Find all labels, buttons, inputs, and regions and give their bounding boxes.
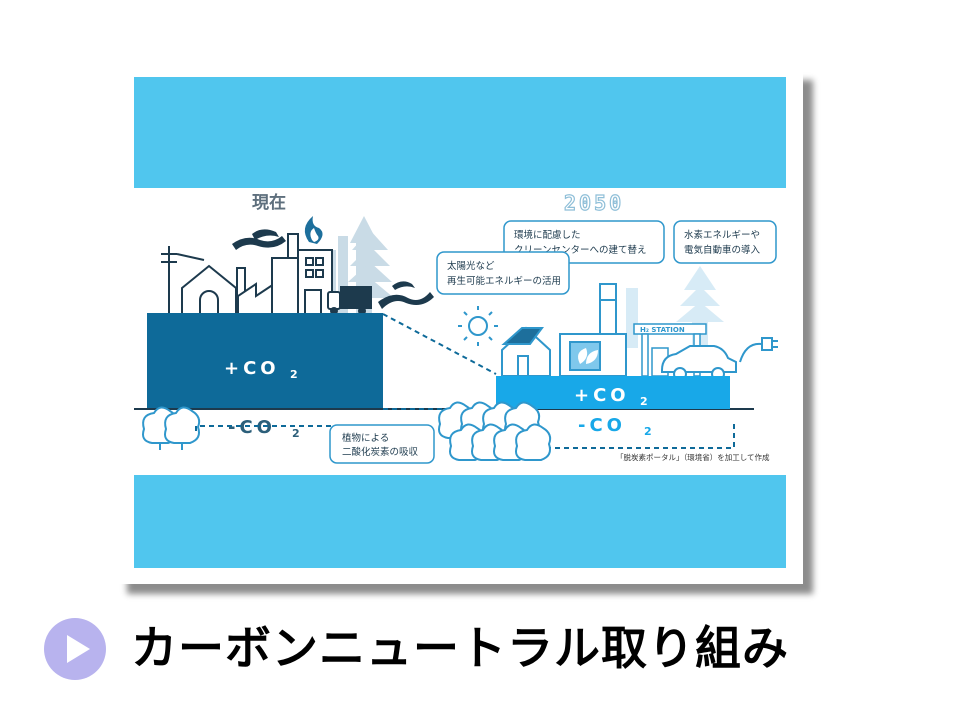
sun-icon — [458, 306, 498, 346]
clean-center-tower — [599, 283, 617, 345]
future-emission-block — [496, 376, 730, 409]
utility-pole — [161, 246, 205, 314]
svg-text:再生可能エネルギーの活用: 再生可能エネルギーの活用 — [447, 275, 561, 287]
present-label: 現在 — [252, 192, 286, 213]
svg-text:2: 2 — [644, 425, 652, 438]
factory-smoke — [232, 229, 286, 250]
svg-text:-CO: -CO — [578, 415, 626, 436]
svg-text:水素エネルギーや: 水素エネルギーや — [684, 229, 760, 241]
svg-text:+CO: +CO — [574, 385, 630, 406]
caption-bar: カーボンニュートラル取り組み — [44, 612, 904, 684]
svg-text:二酸化炭素の吸収: 二酸化炭素の吸収 — [342, 446, 419, 458]
svg-text:2: 2 — [290, 368, 298, 381]
carbon-neutral-illustration: 現在 — [134, 188, 786, 475]
present-plus-co2: +CO 2 — [224, 358, 298, 381]
present-trees — [142, 406, 201, 450]
play-icon — [67, 635, 90, 663]
flame-icon — [304, 216, 323, 244]
future-minus-co2: -CO 2 — [578, 415, 652, 438]
svg-text:環境に配慮した: 環境に配慮した — [514, 229, 581, 241]
future-trees — [438, 401, 552, 461]
clean-center-building — [559, 333, 627, 377]
solar-house — [501, 326, 551, 377]
future-plus-co2: +CO 2 — [574, 385, 648, 408]
svg-text:2: 2 — [640, 395, 648, 408]
svg-text:H₂ STATION: H₂ STATION — [640, 326, 685, 334]
future-label: 2050 — [564, 191, 624, 215]
svg-text:電気自動車の導入: 電気自動車の導入 — [684, 244, 761, 256]
svg-text:+CO: +CO — [224, 358, 280, 379]
present-factory — [236, 233, 333, 315]
callout-solar: 太陽光など 再生可能エネルギーの活用 — [436, 251, 570, 295]
plug-icon — [739, 337, 778, 363]
slide-caption: カーボンニュートラル取り組み — [131, 621, 789, 675]
svg-text:-CO: -CO — [228, 417, 276, 438]
svg-text:植物による: 植物による — [342, 432, 389, 444]
image-card: 現在 — [117, 70, 803, 584]
svg-text:2: 2 — [292, 427, 300, 440]
present-house — [181, 264, 237, 315]
future-skyline — [626, 266, 724, 348]
play-button[interactable] — [44, 618, 106, 680]
callout-hydrogen: 水素エネルギーや 電気自動車の導入 — [673, 220, 777, 264]
present-minus-co2: -CO 2 — [228, 417, 300, 440]
truck-exhaust — [378, 281, 434, 309]
top-color-band — [134, 77, 786, 188]
bottom-color-band — [134, 475, 786, 568]
present-emission-block — [147, 313, 383, 409]
source-note: 「脱炭素ポータル」（環境省）を加工して作成 — [616, 452, 770, 462]
svg-text:太陽光など: 太陽光など — [447, 260, 495, 272]
callout-absorption: 植物による 二酸化炭素の吸収 — [329, 424, 435, 464]
electric-car — [661, 345, 737, 381]
